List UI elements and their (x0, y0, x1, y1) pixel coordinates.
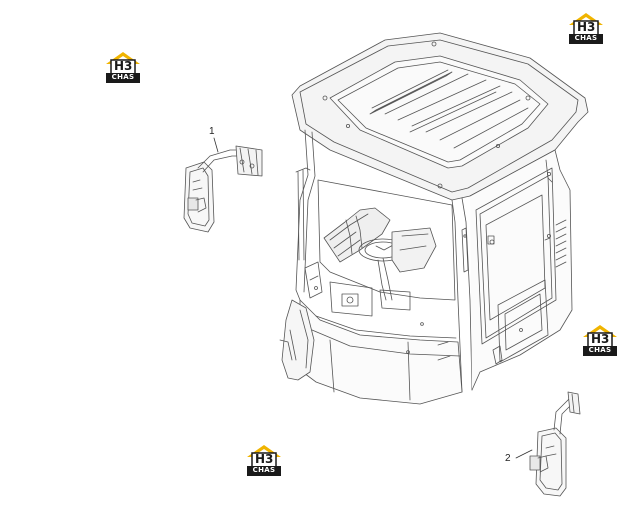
leader-line-1 (213, 137, 219, 153)
brand-logo-bottom-text: CHAS (111, 73, 135, 81)
mirror-1-illustration (183, 145, 263, 233)
brand-logo-top-text: H3 (114, 59, 133, 73)
brand-logo-bottom-text: CHAS (588, 346, 612, 354)
brand-logo-bottom-text: CHAS (252, 466, 276, 474)
brand-logo: H3 CHAS (567, 11, 605, 45)
brand-logo-bottom-text: CHAS (574, 34, 598, 42)
cab-illustration (279, 32, 589, 405)
brand-logo: H3 CHAS (104, 50, 142, 84)
brand-logo-top-text: H3 (255, 452, 274, 466)
house-logo-icon (569, 13, 603, 44)
brand-logo-top-text: H3 (591, 332, 610, 346)
brand-logo: H3 CHAS (581, 323, 619, 357)
brand-logo: H3 CHAS (245, 443, 283, 477)
brand-logo-top-text: H3 (577, 20, 596, 34)
house-logo-icon (106, 52, 140, 83)
house-logo-icon (247, 445, 281, 476)
mirror-2-illustration (529, 391, 581, 497)
leader-line-2 (515, 449, 533, 459)
house-logo-icon (583, 325, 617, 356)
callout-1: 1 (209, 126, 215, 137)
callout-2: 2 (505, 453, 511, 464)
